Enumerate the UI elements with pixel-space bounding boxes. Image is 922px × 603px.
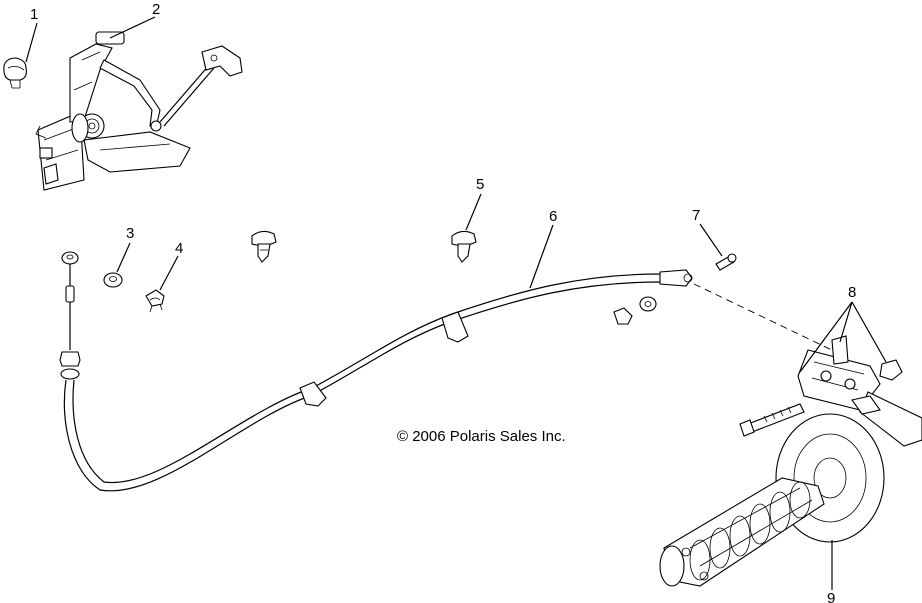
part-5-push-rivet	[251, 230, 277, 263]
leader-1	[25, 22, 38, 63]
callout-1: 1	[30, 6, 38, 23]
part-3-washer	[103, 272, 123, 288]
callout-5: 5	[476, 176, 484, 193]
leader-6	[529, 224, 554, 289]
part-5-rivet-body	[451, 230, 477, 263]
callout-2: 2	[152, 1, 160, 18]
part-2-pedal-assembly	[35, 31, 243, 191]
callout-3: 3	[126, 225, 134, 242]
callout-8: 8	[848, 284, 856, 301]
copyright-notice: © 2006 Polaris Sales Inc.	[397, 428, 566, 445]
callout-4: 4	[175, 240, 183, 257]
leader-8a	[839, 301, 853, 343]
leader-8c	[851, 301, 887, 363]
assembly-dashline	[693, 283, 837, 353]
callout-6: 6	[549, 208, 557, 225]
callout-9: 9	[827, 590, 835, 603]
leader-2	[109, 16, 156, 39]
part-1-bumper	[3, 57, 27, 89]
leader-7	[699, 223, 723, 257]
part-9-brake-disc-shaft	[659, 413, 885, 587]
part-8-caliper-bracket	[739, 335, 922, 447]
leader-3	[116, 242, 131, 273]
callout-7: 7	[692, 207, 700, 224]
leader-4	[159, 255, 179, 291]
part-4-clip	[145, 289, 165, 313]
part-6-brake-cable	[59, 251, 693, 492]
leader-5-visible	[465, 193, 482, 231]
part-7-pin	[715, 253, 737, 271]
cable-nut-washer	[613, 296, 657, 325]
leader-8b	[799, 301, 853, 373]
